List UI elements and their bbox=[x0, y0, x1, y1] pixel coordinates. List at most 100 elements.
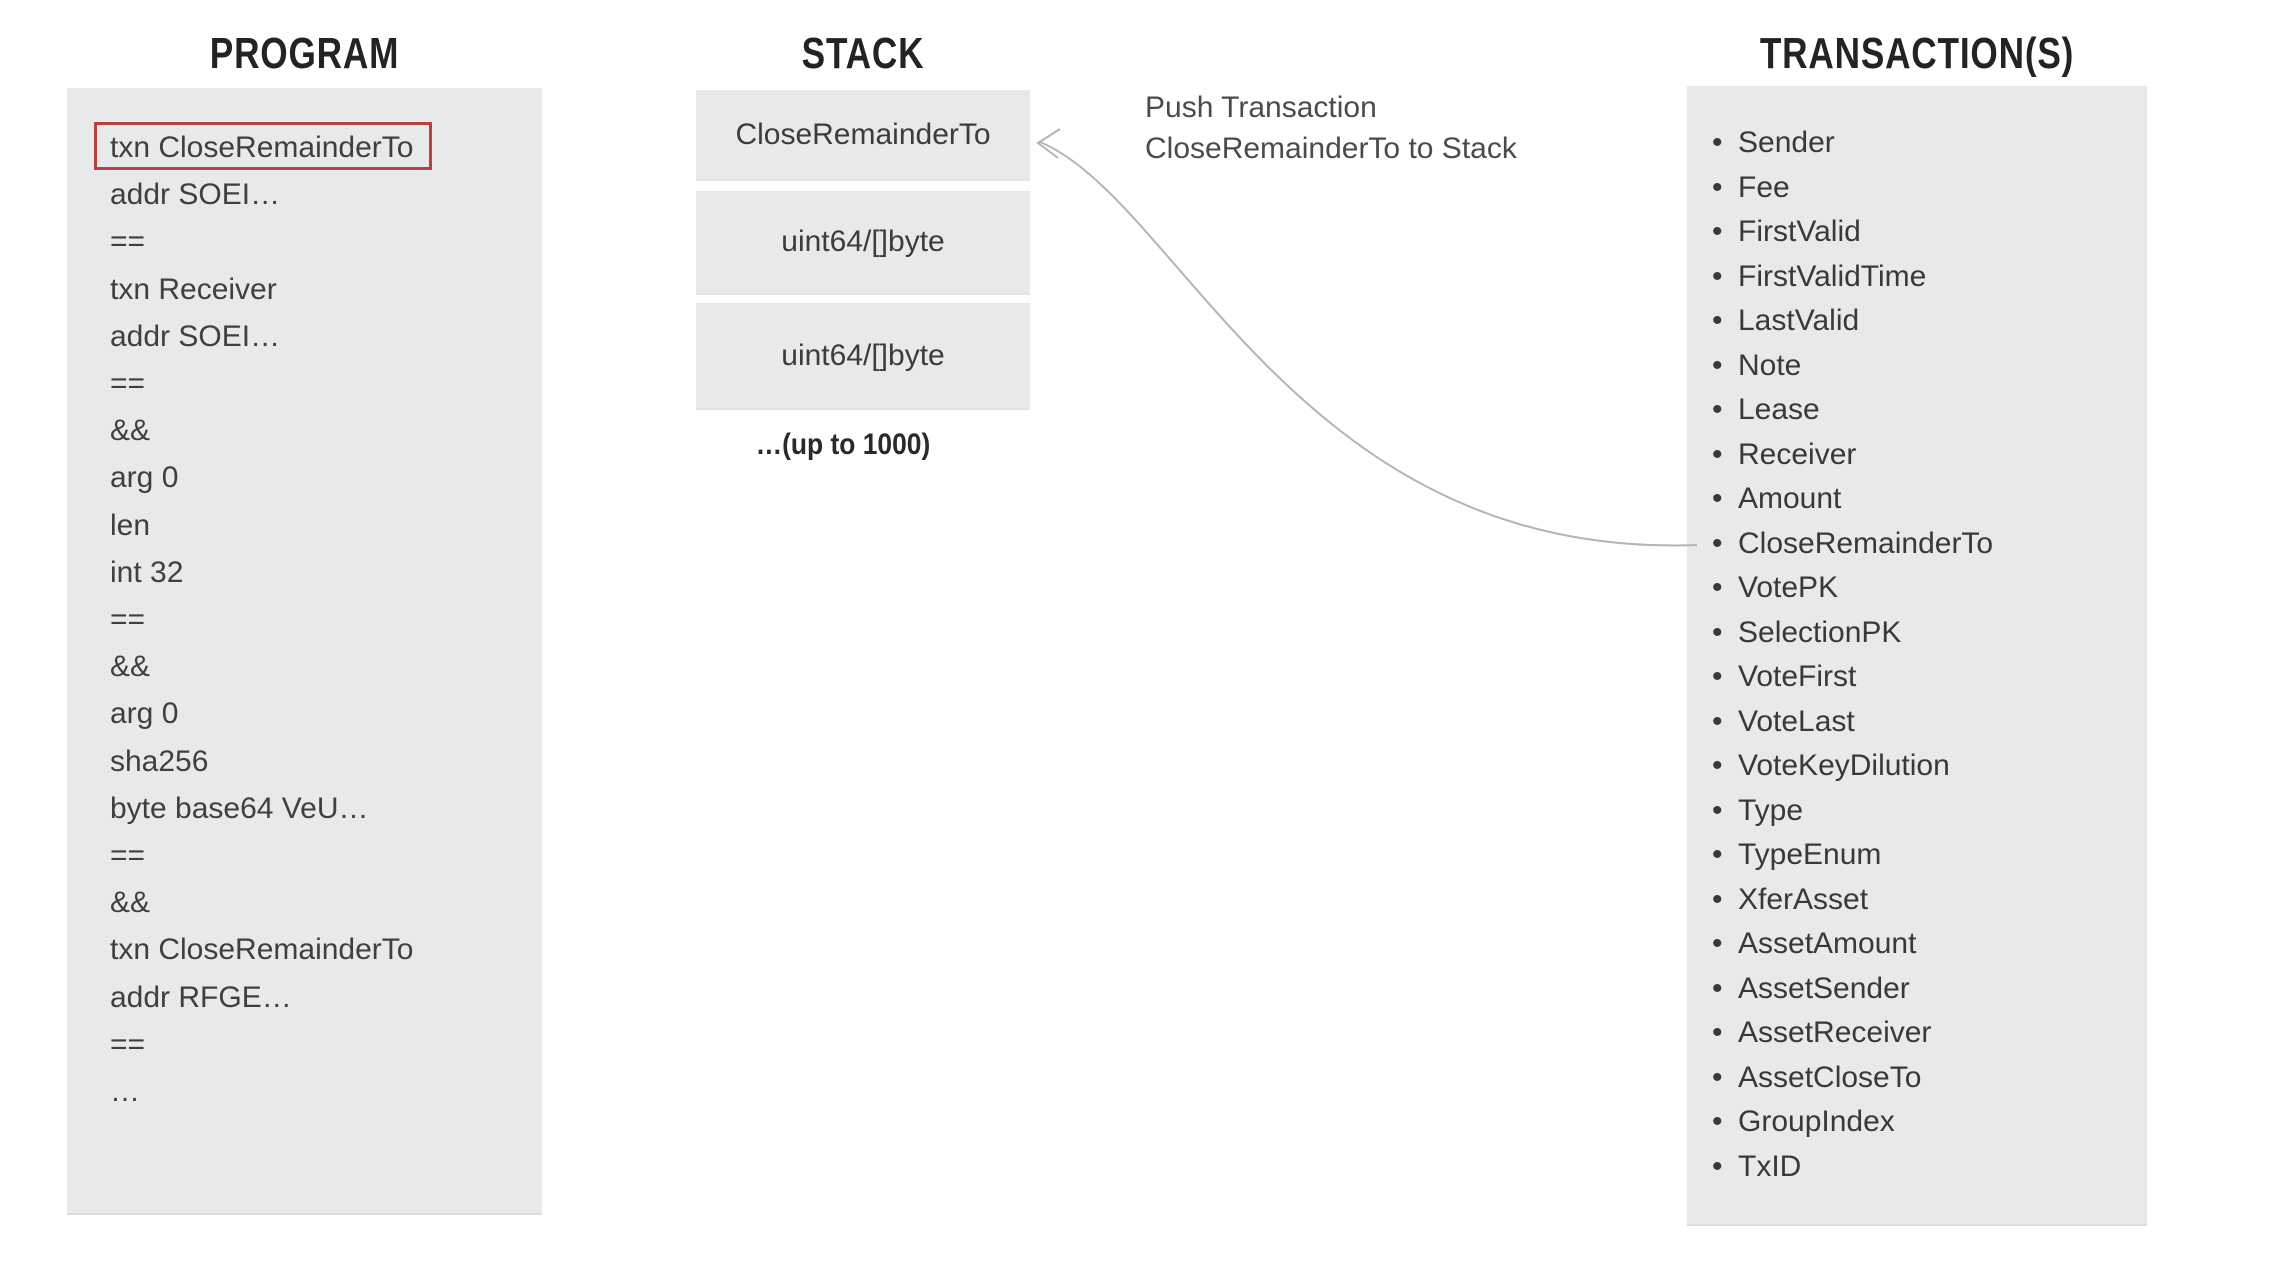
transaction-field-item: • AssetReceiver bbox=[1712, 1011, 1993, 1056]
stack-slot-label: CloseRemainderTo bbox=[735, 117, 991, 151]
transaction-field-label: AssetCloseTo bbox=[1738, 1060, 1922, 1094]
transaction-field-label: AssetReceiver bbox=[1738, 1016, 1932, 1049]
transaction-field-item: • Fee bbox=[1712, 166, 1993, 211]
transaction-field-label: VotePK bbox=[1738, 571, 1839, 604]
transaction-field-label: Amount bbox=[1738, 482, 1842, 515]
bullet-icon: • bbox=[1712, 259, 1723, 293]
program-code-line: … bbox=[110, 1075, 140, 1109]
transaction-field-label: Receiver bbox=[1738, 437, 1857, 471]
program-code-line: == bbox=[110, 1027, 146, 1061]
transaction-field-item: • Sender bbox=[1712, 121, 1993, 166]
bullet-icon: • bbox=[1712, 1060, 1723, 1094]
push-arrow-curve bbox=[1039, 141, 1698, 547]
transaction-field-item: • XferAsset bbox=[1712, 878, 1993, 923]
program-code-line: == bbox=[110, 367, 146, 401]
program-code-line: int 32 bbox=[110, 555, 184, 589]
stack-slot-label: uint64/[]byte bbox=[781, 338, 945, 372]
transaction-field-label: FirstValidTime bbox=[1738, 259, 1927, 293]
stack-slot-bottom: uint64/[]byte bbox=[696, 303, 1030, 408]
bullet-icon: • bbox=[1712, 1149, 1723, 1183]
transaction-field-label: AssetSender bbox=[1738, 971, 1910, 1005]
transaction-field-label: VoteFirst bbox=[1738, 660, 1857, 693]
transaction-field-item: • FirstValidTime bbox=[1712, 255, 1993, 300]
transaction-field-item: • SelectionPK bbox=[1712, 611, 1993, 656]
transaction-field-label: VoteKeyDilution bbox=[1738, 749, 1950, 782]
bullet-icon: • bbox=[1712, 1016, 1723, 1049]
program-code-line: addr SOEI… bbox=[110, 319, 281, 353]
bullet-icon: • bbox=[1712, 615, 1723, 649]
program-code-line: sha256 bbox=[110, 744, 209, 778]
program-panel: txn CloseRemainderTo addr SOEI… == txn Rece… bbox=[67, 88, 542, 1213]
transaction-field-label: Type bbox=[1738, 793, 1804, 827]
transaction-field-item: • AssetSender bbox=[1712, 967, 1993, 1012]
bullet-icon: • bbox=[1712, 170, 1723, 204]
transaction-field-item: • VoteLast bbox=[1712, 700, 1993, 745]
transaction-fields-list: • Sender • Fee • FirstValid • FirstValid… bbox=[1712, 121, 1993, 1189]
arrowhead-icon bbox=[1036, 128, 1061, 159]
bullet-icon: • bbox=[1712, 126, 1723, 159]
transaction-field-label: Note bbox=[1738, 348, 1802, 382]
bullet-icon: • bbox=[1712, 882, 1723, 916]
bullet-icon: • bbox=[1712, 393, 1723, 426]
program-code-line: txn Receiver bbox=[110, 272, 277, 306]
transaction-field-label: GroupIndex bbox=[1738, 1105, 1895, 1138]
transaction-field-item: • GroupIndex bbox=[1712, 1100, 1993, 1145]
transaction-field-label: Fee bbox=[1738, 170, 1790, 204]
stack-column-title: STACK bbox=[801, 29, 925, 78]
transaction-field-item: • Lease bbox=[1712, 388, 1993, 433]
transaction-field-label: XferAsset bbox=[1738, 882, 1869, 916]
transaction-field-label: Lease bbox=[1738, 393, 1820, 426]
program-code-line: == bbox=[110, 603, 146, 637]
stack-slot-label: uint64/[]byte bbox=[781, 225, 945, 258]
bullet-icon: • bbox=[1712, 838, 1723, 871]
program-code-line: == bbox=[110, 225, 146, 259]
transaction-field-item: • VotePK bbox=[1712, 566, 1993, 611]
bullet-icon: • bbox=[1712, 793, 1723, 827]
transaction-field-label: FirstValid bbox=[1738, 215, 1861, 248]
transactions-panel: • Sender • Fee • FirstValid • FirstValid… bbox=[1687, 86, 2147, 1224]
bullet-icon: • bbox=[1712, 215, 1723, 248]
program-code-line: arg 0 bbox=[110, 461, 179, 495]
transaction-field-label: LastValid bbox=[1738, 304, 1860, 337]
bullet-icon: • bbox=[1712, 571, 1723, 604]
program-code-line: txn CloseRemainderTo bbox=[110, 933, 414, 967]
transaction-field-item: • VoteFirst bbox=[1712, 655, 1993, 700]
transaction-field-item: • AssetCloseTo bbox=[1712, 1056, 1993, 1101]
stack-slot-middle: uint64/[]byte bbox=[696, 191, 1030, 293]
bullet-icon: • bbox=[1712, 348, 1723, 382]
transaction-field-item: • Receiver bbox=[1712, 433, 1993, 478]
program-code-line: addr SOEI… bbox=[110, 178, 281, 212]
bullet-icon: • bbox=[1712, 704, 1723, 738]
transaction-field-label: VoteLast bbox=[1738, 704, 1855, 738]
stack-capacity-caption: …(up to 1000) bbox=[755, 428, 931, 461]
program-code-line: == bbox=[110, 839, 146, 873]
program-column-title: PROGRAM bbox=[209, 29, 400, 78]
bullet-icon: • bbox=[1712, 482, 1723, 515]
program-code-listing: txn CloseRemainderTo addr SOEI… == txn Rece… bbox=[110, 124, 413, 1115]
transaction-field-label: AssetAmount bbox=[1738, 927, 1917, 960]
bullet-icon: • bbox=[1712, 971, 1723, 1005]
program-code-line: txn CloseRemainderTo bbox=[110, 131, 414, 164]
program-code-line: len bbox=[110, 508, 151, 542]
transaction-field-item: • TxID bbox=[1712, 1145, 1993, 1190]
transaction-field-label: SelectionPK bbox=[1738, 615, 1902, 649]
transaction-field-item: • Type bbox=[1712, 789, 1993, 834]
transaction-field-item: • Note bbox=[1712, 344, 1993, 389]
transaction-field-item: • CloseRemainderTo bbox=[1712, 522, 1993, 567]
stack-slot-top: CloseRemainderTo bbox=[696, 90, 1030, 179]
transaction-field-item: • FirstValid bbox=[1712, 210, 1993, 255]
transaction-field-item: • VoteKeyDilution bbox=[1712, 744, 1993, 789]
transaction-field-item: • AssetAmount bbox=[1712, 922, 1993, 967]
program-code-line: arg 0 bbox=[110, 697, 179, 731]
transaction-field-item: • TypeEnum bbox=[1712, 833, 1993, 878]
program-code-line: && bbox=[110, 414, 151, 448]
program-code-line: byte base64 VeU… bbox=[110, 791, 369, 825]
bullet-icon: • bbox=[1712, 927, 1723, 960]
bullet-icon: • bbox=[1712, 526, 1723, 560]
bullet-icon: • bbox=[1712, 749, 1723, 782]
program-code-line: && bbox=[110, 650, 151, 684]
transaction-field-label: TypeEnum bbox=[1738, 838, 1882, 871]
arrow-annotation-line2: CloseRemainderTo to Stack bbox=[1145, 132, 1517, 165]
transaction-field-label: CloseRemainderTo bbox=[1738, 526, 1994, 560]
